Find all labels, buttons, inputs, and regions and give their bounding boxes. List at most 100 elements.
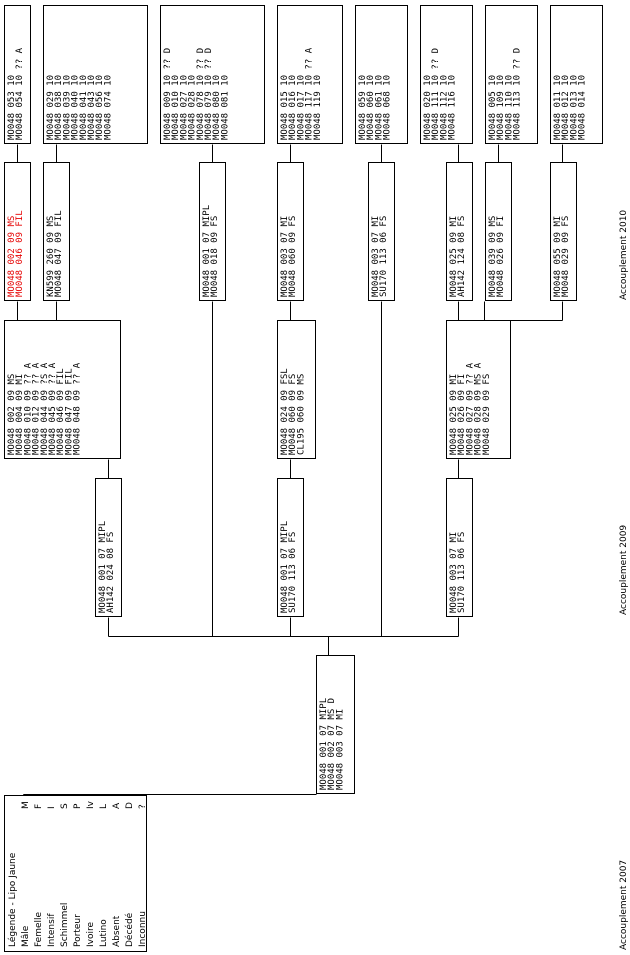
box-frame (199, 162, 226, 301)
legend-entry-label: Absent (112, 915, 122, 947)
ring-label: MO048 014 10 (578, 75, 588, 140)
legend-entry-code: I (47, 806, 57, 809)
pedigree-boxes: OP015 223 04 MIPL DMO017 021 06 FS AMO04… (4, 5, 603, 952)
ring-label: MO048 109 10 (496, 75, 506, 140)
ring-label: MO048 059 10 (358, 75, 368, 140)
legend-entry-code: S (60, 803, 70, 809)
ring-label: MO048 028 10 (188, 75, 198, 140)
ring-label: MO048 002 09 MS (7, 374, 17, 455)
ring-label: MO048 048 09 ?? A (73, 362, 83, 455)
legend-entry-code: P (73, 803, 83, 809)
box-frame (277, 320, 316, 459)
ring-label: MO048 029 09 FS (482, 374, 492, 455)
box-frame (355, 5, 408, 144)
box-frame (43, 162, 70, 301)
ring-label: MO048 038 10 (54, 75, 64, 140)
box-frame (446, 320, 511, 459)
ring-label: MO048 047 09 FIL (54, 210, 64, 297)
ring-label: MO048 055 09 MI (553, 216, 563, 297)
ring-label: AH142 024 08 FS (106, 532, 116, 613)
ring-label: MO048 024 09 FSL (280, 368, 290, 455)
box-frame (550, 5, 603, 144)
legend-title: Légende - Lipo Jaune (7, 852, 18, 947)
ring-label: MO048 003 07 MI (280, 216, 290, 297)
ring-label: MO048 001 07 MIPL (319, 698, 329, 790)
ring-label: MO048 026 09 FI (457, 374, 467, 455)
ring-label: MO048 012 09 ?? A (32, 362, 42, 455)
ring-label: MO048 004 09 MI (15, 374, 25, 455)
ring-label: MO048 028 09 MS A (474, 362, 484, 455)
ring-label: MO048 003 07 MI (335, 709, 345, 790)
ring-label: MO048 026 09 FI (496, 216, 506, 297)
ring-label: MO048 060 10 (366, 75, 376, 140)
box-frame (446, 162, 473, 301)
ring-label: MO048 080 10 (212, 75, 222, 140)
ring-label: SU170 113 06 FS (379, 216, 389, 297)
ring-label: MO048 110 10 (504, 75, 514, 140)
legend-entry-code: ? (138, 804, 148, 809)
ring-label: MO048 060 09 FS (288, 374, 298, 455)
ring-label: MO048 040 10 (71, 75, 81, 140)
ring-label: MO048 025 09 MI (449, 216, 459, 297)
ring-label: MO048 010 09 ?? A (23, 362, 33, 455)
box-frame (277, 162, 304, 301)
ring-label: SU170 113 06 FS (457, 532, 467, 613)
legend-entry-code: L (99, 804, 109, 809)
box-frame (160, 5, 265, 144)
ring-label: MO048 068 10 (383, 75, 393, 140)
ring-label: MO048 112 10 (439, 75, 449, 140)
box-frame (485, 5, 538, 144)
ring-label: MO048 005 10 (488, 75, 498, 140)
ring-label: MO048 079 10 ?? D (204, 48, 214, 140)
ring-label: MO048 046 09 FIL (15, 210, 25, 297)
legend-entry-code: D (125, 802, 135, 809)
box-frame (550, 162, 577, 301)
ring-label: MO048 074 10 (103, 75, 113, 140)
ring-label: MO048 010 10 (171, 75, 181, 140)
ring-label: MO048 025 09 MI (449, 374, 459, 455)
ring-label: MO048 054 10 ?? A (15, 47, 25, 140)
legend-entry-label: Femelle (34, 911, 44, 947)
ring-label: MO048 018 09 FS (210, 216, 220, 297)
ring-label: MO048 061 10 (374, 75, 384, 140)
box-frame (446, 478, 473, 617)
generation-label-2010: Accouplement 2010 (619, 210, 629, 300)
legend-entry-label: Schimmel (60, 903, 70, 947)
ring-label: MO048 053 10 (7, 75, 17, 140)
ring-label: MO048 060 09 FS (288, 216, 298, 297)
box-frame (4, 5, 31, 144)
ring-label: MO048 113 10 ?? D (513, 48, 523, 140)
box-frame (4, 320, 121, 459)
ring-label: MO048 002 09 MS (7, 216, 17, 297)
ring-label: MO048 045 09 ?? A (48, 362, 58, 455)
ring-label: MO048 011 10 (553, 75, 563, 140)
ring-label: KN599 260 09 MS (46, 216, 56, 297)
legend-entry-code: F (34, 804, 44, 809)
legend-frame (4, 795, 147, 952)
legend-entry-label: Inconnu (138, 911, 148, 947)
ring-label: MO048 001 07 MIPL (202, 205, 212, 297)
box-frame (277, 5, 343, 144)
legend-entry-label: Ivoire (86, 922, 96, 947)
box-frame (485, 162, 512, 301)
ring-label: MO048 046 09 FIL (56, 368, 66, 455)
legend-entry-label: Porteur (73, 914, 83, 947)
legend-entry-code: A (112, 802, 122, 809)
legend-entry-label: Mâle (21, 925, 31, 947)
ring-label: MO048 117 10 ?? A (305, 47, 315, 140)
